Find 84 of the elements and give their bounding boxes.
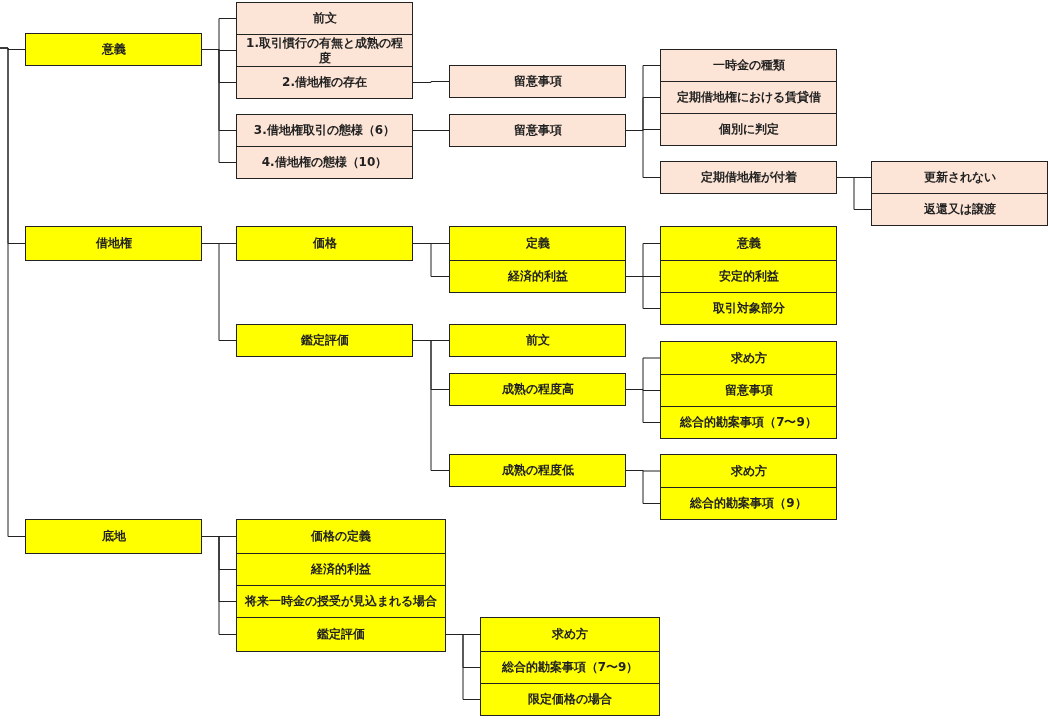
topic-text: 4.借地権の態様（10）	[261, 155, 388, 170]
topic-box	[236, 114, 413, 147]
topic-box	[480, 617, 660, 652]
topic-box	[449, 260, 626, 293]
topic-box	[660, 374, 837, 407]
topic-text: 経済的利益	[311, 562, 371, 577]
topic-text: 個別に判定	[718, 122, 779, 137]
topic-text: 1.取引慣行の有無と成熟の程度	[245, 36, 404, 65]
topic-box	[236, 324, 413, 357]
topic-text: 限定価格の場合	[528, 692, 612, 707]
connector-line	[836, 177, 872, 210]
topic-box	[660, 454, 837, 488]
topic-text: 留意事項	[513, 74, 562, 89]
topic-box	[660, 49, 837, 82]
topic-text: 価格	[312, 236, 337, 251]
topic-text: 前文	[525, 333, 550, 348]
topic-box	[871, 193, 1048, 226]
topic-box	[660, 487, 837, 520]
topic-text: 3.借地権取引の態様（6）	[253, 123, 396, 138]
topic-text: 経済的利益	[507, 269, 568, 284]
topic-box	[236, 146, 413, 179]
topic-box	[236, 226, 413, 261]
topic-text: 意義	[101, 42, 126, 57]
topic-text: 価格の定義	[311, 529, 371, 544]
connector-line	[445, 634, 481, 700]
topic-box	[449, 114, 626, 147]
topic-text: 前文	[312, 11, 337, 26]
topic-box	[660, 226, 837, 261]
topic-box	[660, 292, 837, 325]
topic-box	[480, 651, 660, 684]
topic-text: 定義	[525, 236, 550, 251]
connector-line	[201, 49, 237, 163]
topic-box	[25, 519, 202, 554]
topic-box	[236, 553, 446, 586]
topic-text: 取引対象部分	[712, 301, 785, 316]
topic-text: 一時金の種類	[712, 58, 785, 73]
connector-line	[201, 536, 237, 635]
topic-box	[236, 66, 413, 99]
topic-box	[25, 226, 202, 261]
topic-text: 底地	[101, 529, 126, 544]
topic-text: 更新されない	[923, 170, 996, 185]
topic-text: 返還又は譲渡	[923, 202, 996, 217]
topic-box	[236, 2, 413, 35]
topic-box	[660, 113, 837, 146]
topic-text: 総合的勘案事項（7〜9）	[680, 415, 817, 430]
topic-box	[660, 260, 837, 293]
topic-box	[660, 406, 837, 439]
topic-box	[871, 161, 1048, 194]
topic-text: 留意事項	[724, 383, 773, 398]
topic-box	[449, 226, 626, 261]
topic-text: 安定的利益	[718, 269, 779, 284]
topic-text: 成熟の程度低	[501, 463, 574, 478]
topic-text: 将来一時金の授受が見込まれる場合	[245, 594, 437, 609]
topic-box	[25, 33, 202, 66]
topic-box	[236, 519, 446, 554]
topic-text: 総合的勘案事項（7〜9）	[501, 660, 639, 675]
topic-box	[449, 65, 626, 98]
topic-text: 定期借地権が付着	[700, 170, 797, 185]
topic-text: 求め方	[730, 463, 767, 479]
topic-text: 留意事項	[513, 123, 562, 138]
topic-box	[660, 341, 837, 375]
topic-text: 借地権	[95, 236, 132, 251]
topic-text: 求め方	[730, 350, 767, 366]
topic-text: 意義	[736, 236, 761, 251]
topic-box	[449, 454, 626, 487]
topic-box	[236, 585, 446, 618]
topic-text: 総合的勘案事項（9）	[690, 496, 807, 511]
topic-box	[449, 324, 626, 357]
topic-box	[660, 161, 837, 194]
topic-box	[236, 34, 413, 67]
topic-box	[660, 81, 837, 114]
topic-box	[236, 617, 446, 652]
topic-text: 定期借地権における賃貸借	[676, 90, 821, 105]
topic-text: 鑑定評価	[300, 333, 349, 348]
topic-box	[449, 373, 626, 406]
topic-text: 2.借地権の存在	[282, 75, 367, 90]
topic-box	[480, 683, 660, 716]
connector-line	[625, 276, 661, 309]
topic-text: 鑑定評価	[317, 627, 365, 642]
topic-text: 求め方	[552, 627, 588, 642]
connector-line	[412, 81, 450, 83]
connector-line	[412, 130, 450, 131]
topic-text: 成熟の程度高	[501, 382, 574, 397]
connector-line	[0, 47, 26, 537]
